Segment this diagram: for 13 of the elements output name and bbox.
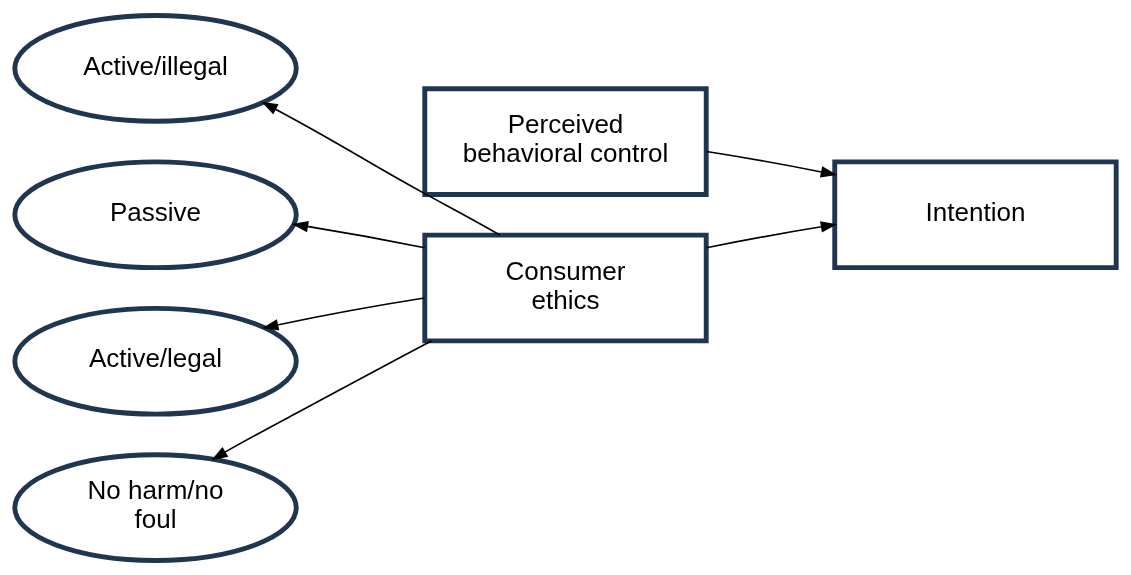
node-ellipse: No harm/no foul (12, 451, 299, 563)
node-box: Perceived behavioral control (422, 85, 709, 197)
arrow (211, 339, 433, 460)
node-box: Intention (832, 159, 1119, 270)
arrow (291, 220, 426, 249)
node-ellipse: Active/legal (12, 305, 299, 416)
arrow (261, 101, 501, 236)
arrow (262, 296, 426, 330)
arrow (705, 150, 838, 177)
node-ellipse: Passive (12, 159, 299, 270)
node-ellipse: Active/illegal (12, 12, 299, 124)
arrow (705, 220, 838, 249)
node-box: Consumer ethics (422, 232, 709, 343)
